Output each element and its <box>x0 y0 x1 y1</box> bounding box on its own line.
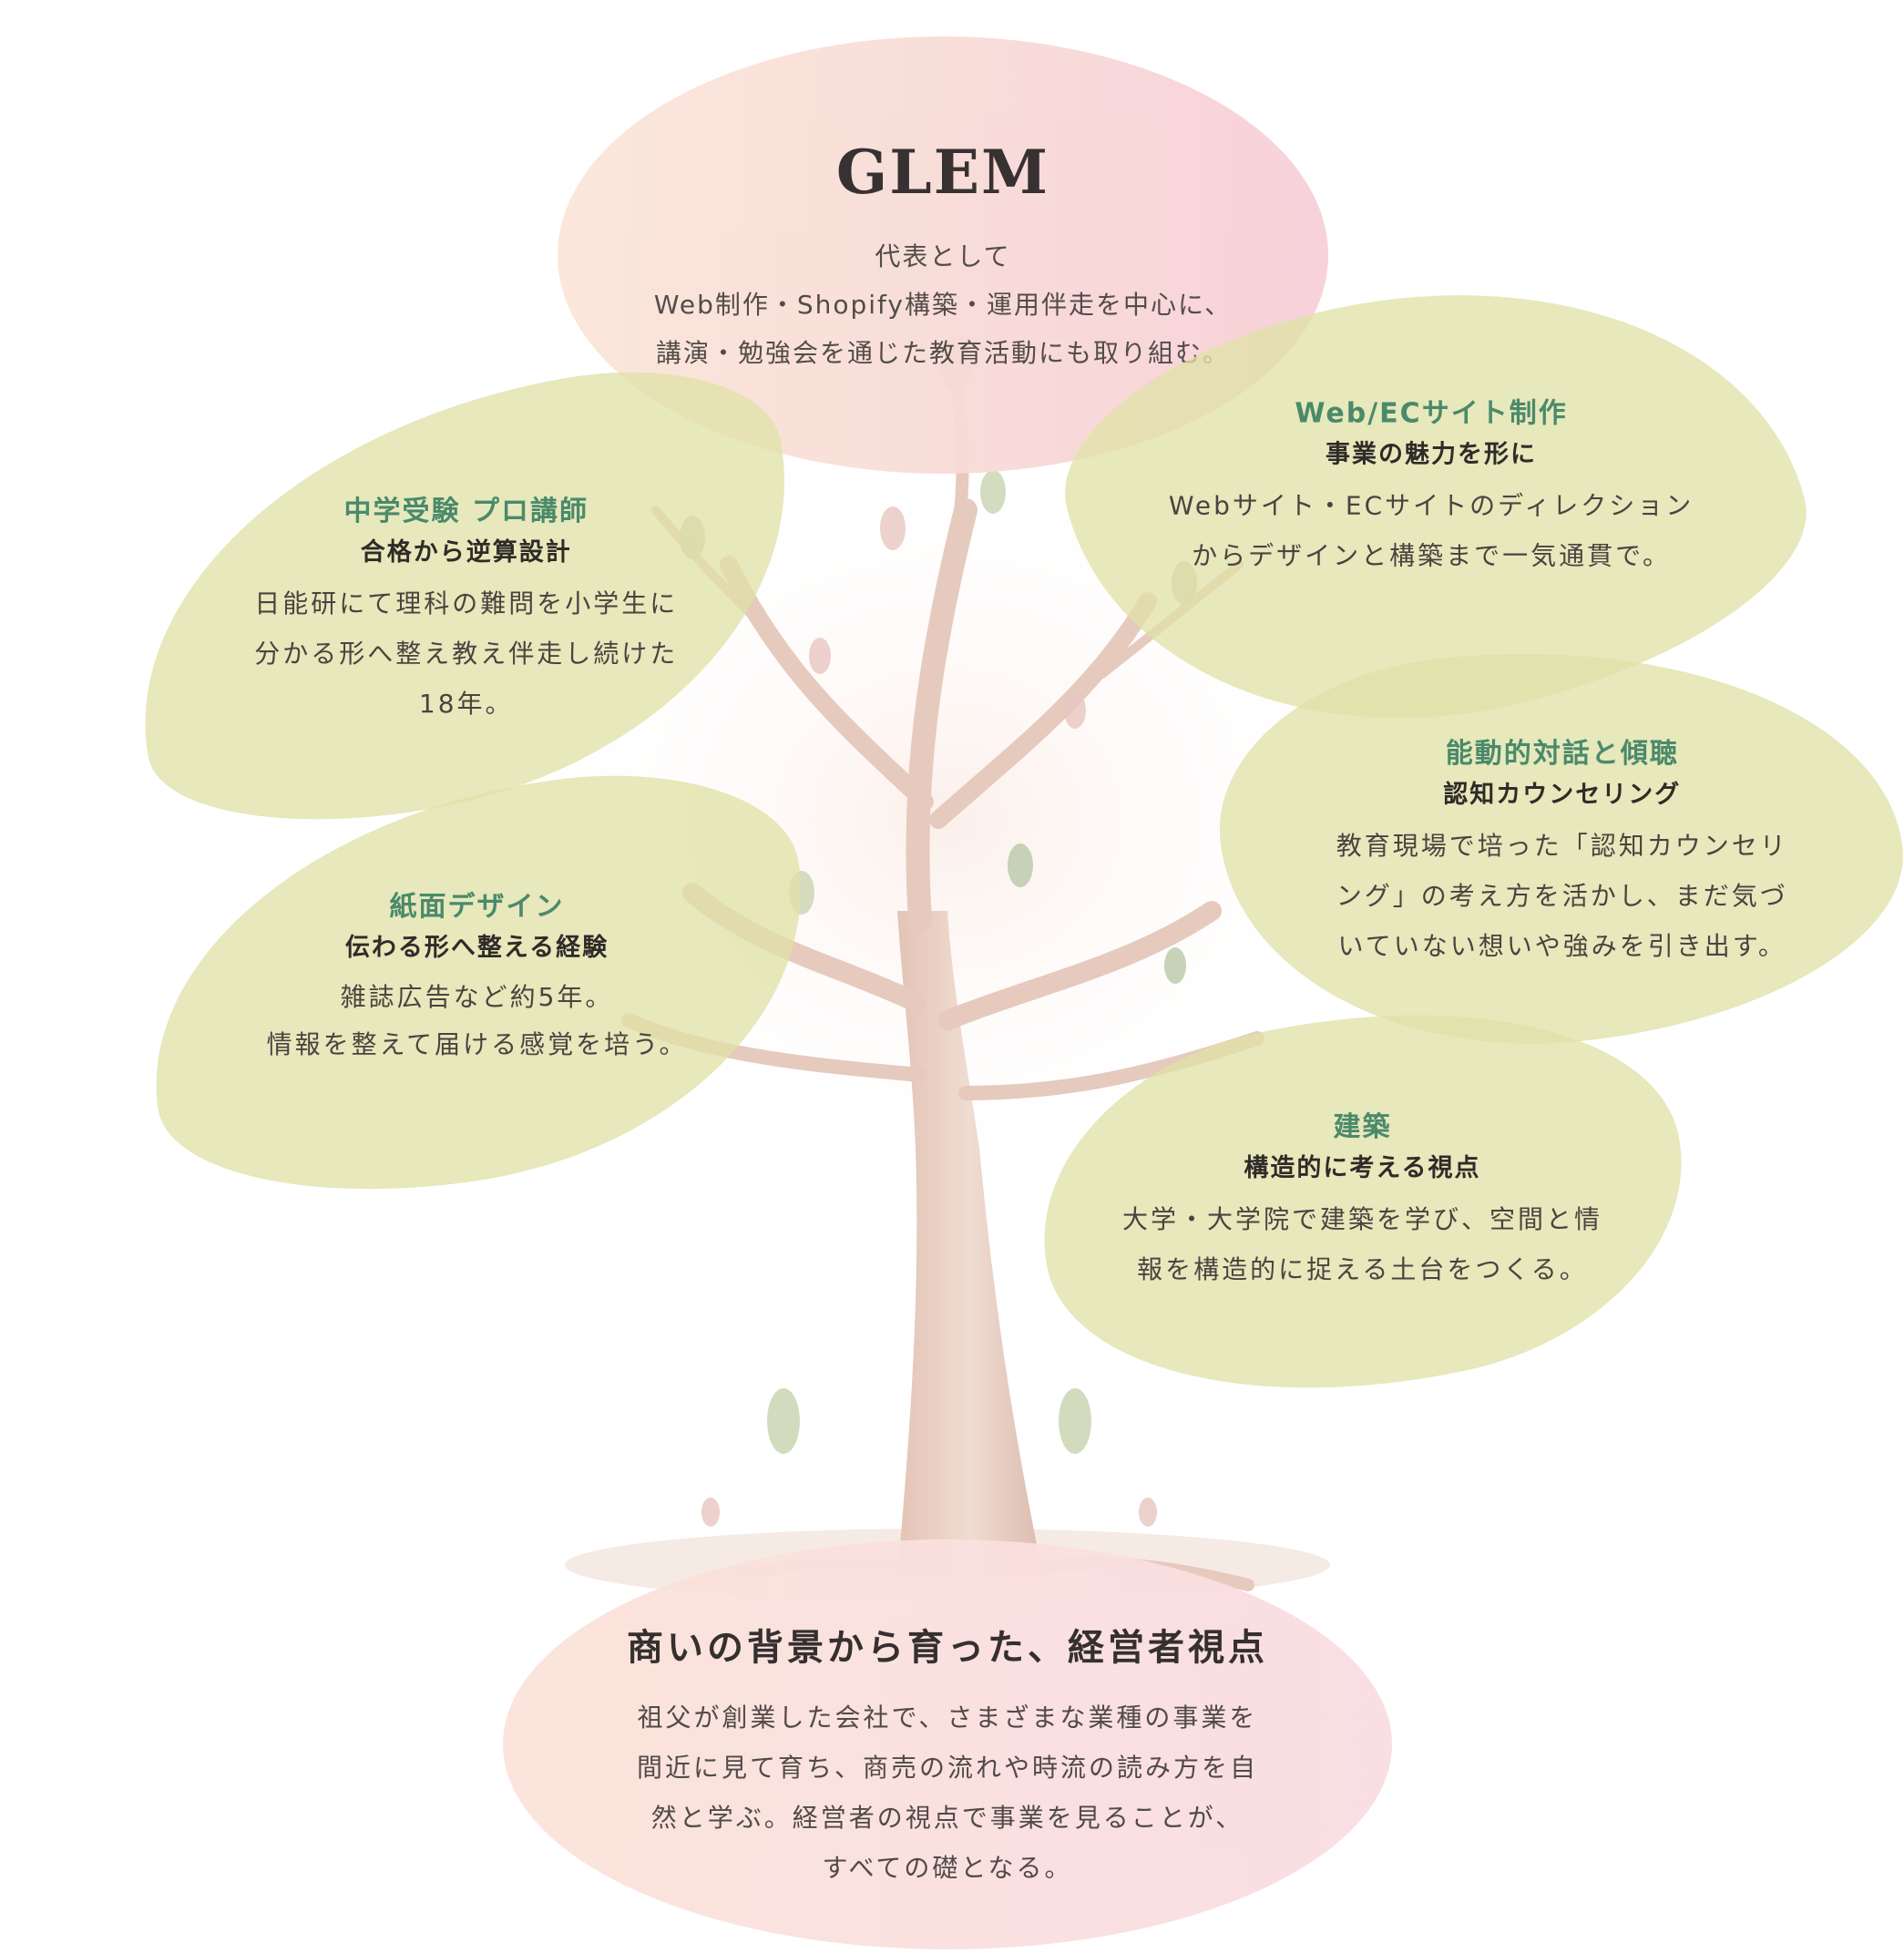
leaf-line: からデザインと構築まで一気通貫で。 <box>1192 540 1671 571</box>
leaf-line: ング」の考え方を活かし、まだ気づ <box>1336 880 1788 911</box>
leaf-line: 日能研にて理科の難問を小学生に <box>254 588 679 619</box>
intro-line: 代表として <box>875 241 1011 271</box>
tree-trunk <box>897 911 1043 1576</box>
roots-line: すべての礎となる。 <box>822 1853 1073 1883</box>
roots-oval: 商いの背景から育った、経営者視点 祖父が創業した会社で、さまざまな業種の事業を … <box>503 1539 1392 1949</box>
leaf-subheading: 事業の魅力を形に <box>1326 440 1538 469</box>
roots-line: 然と学ぶ。経営者の視点で事業を見ることが、 <box>650 1803 1244 1833</box>
roots-line: 間近に見て育ち、商売の流れや時流の読み方を自 <box>636 1753 1258 1783</box>
brand-title: GLEM <box>835 137 1050 208</box>
leaf-line: 報を構造的に捉える土台をつくる。 <box>1137 1254 1588 1285</box>
intro-line: Web制作・Shopify構築・運用伴走を中心に、 <box>653 290 1233 320</box>
leaf-line: 分かる形へ整え教え伴走し続けた <box>254 638 679 669</box>
leaf-line: 18年。 <box>418 688 514 719</box>
leaf-heading: 中学受験 プロ講師 <box>343 495 589 527</box>
leaf-text: 日能研にて理科の難問を小学生に 分かる形へ整え教え伴走し続けた 18年。 <box>128 578 805 729</box>
leaf-subheading: 合格から逆算設計 <box>360 537 572 567</box>
leaf-line: 雑誌広告など約5年。 <box>340 982 614 1013</box>
leaf-subheading: 構造的に考える視点 <box>1244 1154 1481 1183</box>
leaf-line: 教育現場で培った「認知カウンセリ <box>1336 830 1788 861</box>
leaf-text: Webサイト・ECサイトのディレクション からデザインと構築まで一気通貫で。 <box>1072 481 1790 581</box>
leaf-heading: 紙面デザイン <box>389 891 565 924</box>
roots-line: 祖父が創業した会社で、さまざまな業種の事業を <box>637 1702 1258 1733</box>
leaf-heading: 建築 <box>1333 1111 1392 1144</box>
leaf-subheading: 認知カウンセリング <box>1443 780 1682 809</box>
roots-text: 祖父が創業した会社で、さまざまな業種の事業を 間近に見て育ち、商売の流れや時流の… <box>503 1692 1392 1893</box>
leaf-heading: Web/ECサイト制作 <box>1295 397 1568 430</box>
leaf-text: 雑誌広告など約5年。 情報を整えて届ける感覚を培う。 <box>143 974 812 1069</box>
leaf-text: 大学・大学院で建築を学び、空間と情 報を構造的に捉える土台をつくる。 <box>1039 1194 1684 1294</box>
roots-title: 商いの背景から育った、経営者視点 <box>627 1626 1268 1669</box>
leaf-text: 教育現場で培った「認知カウンセリ ング」の考え方を活かし、まだ気づ いていない想… <box>1223 821 1901 971</box>
leaf-heading: 能動的対話と傾聴 <box>1445 737 1679 770</box>
leaf-line: 大学・大学院で建築を学び、空間と情 <box>1121 1204 1602 1235</box>
intro-text: 代表として Web制作・Shopify構築・運用伴走を中心に、 講演・勉強会を通… <box>558 232 1328 377</box>
leaf-subheading: 伝わる形へ整える経験 <box>344 934 609 963</box>
leaf-line: Webサイト・ECサイトのディレクション <box>1168 490 1694 521</box>
leaf-line: 情報を整えて届ける感覚を培う。 <box>266 1029 688 1060</box>
leaf-line: いていない想いや強みを引き出す。 <box>1337 930 1786 961</box>
intro-line: 講演・勉強会を通じた教育活動にも取り組む。 <box>655 338 1230 368</box>
